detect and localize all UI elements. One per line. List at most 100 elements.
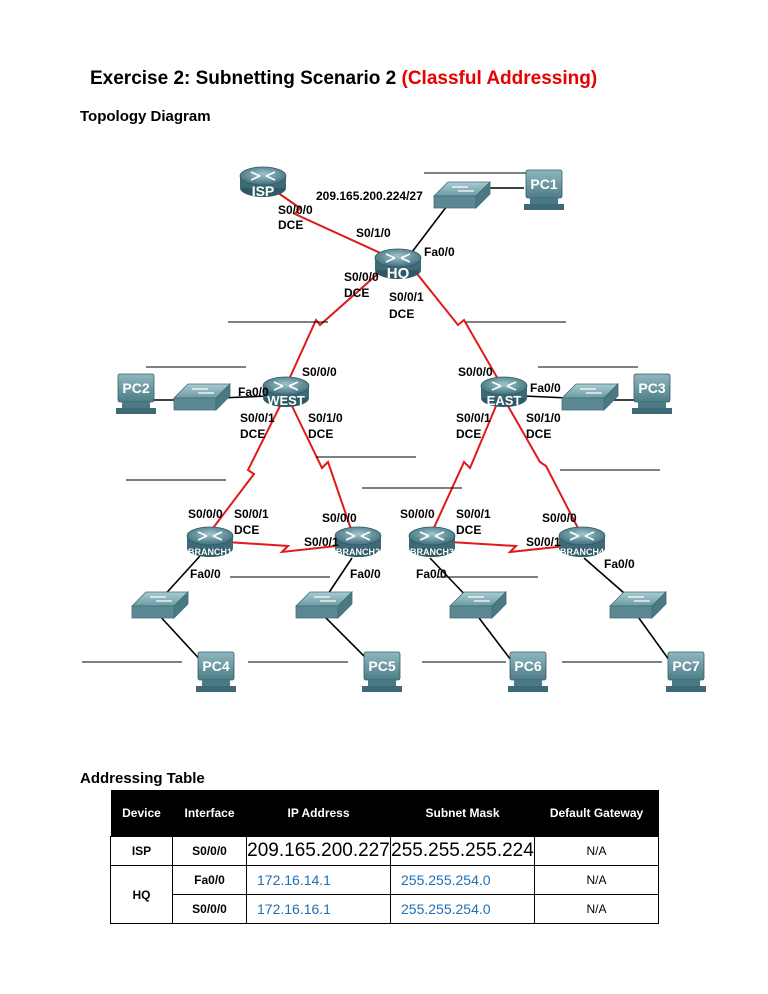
west-s010-label: S0/1/0	[308, 411, 343, 425]
table-header-row: Device Interface IP Address Subnet Mask …	[110, 790, 659, 837]
branch3-s001-label: S0/0/1	[456, 507, 491, 521]
ethernet-link-switch-pc6	[475, 613, 515, 665]
pc7[interactable]: PC7	[665, 651, 707, 693]
branch2-s001-label: S0/0/1	[304, 535, 339, 549]
pc6[interactable]: PC6	[507, 651, 549, 693]
west-s010-dce-label: DCE	[308, 427, 333, 441]
router-branch2-label: BRANCH2	[336, 547, 380, 557]
router-isp[interactable]: ISP	[239, 166, 287, 199]
branch2-s000-label: S0/0/0	[322, 511, 357, 525]
serial-link-isp-hq	[267, 185, 401, 263]
ethernet-link-hq-switch	[411, 201, 451, 253]
cell-mask: 255.255.254.0	[390, 894, 535, 924]
branch1-fa00-label: Fa0/0	[190, 567, 221, 581]
switch-west[interactable]	[173, 383, 231, 411]
hq-fa00-label: Fa0/0	[424, 245, 455, 259]
cell-ip: 209.165.200.227	[246, 836, 391, 866]
cell-interface: S0/0/0	[172, 836, 247, 866]
hq-s010-label: S0/1/0	[356, 226, 391, 240]
hq-s001-dce-label: DCE	[389, 307, 414, 321]
pc7-label: PC7	[672, 658, 699, 674]
switch-branch4[interactable]	[609, 591, 667, 619]
header-ip-address: IP Address	[246, 790, 391, 837]
serial-link-east-branch4	[507, 405, 581, 533]
ethernet-link-east-switch	[523, 395, 569, 399]
hq-s001-label: S0/0/1	[389, 290, 424, 304]
cell-interface: Fa0/0	[172, 865, 247, 895]
exercise-title: Exercise 2: Subnetting Scenario 2 (Class…	[90, 68, 597, 90]
branch1-s001-label: S0/0/1	[234, 507, 269, 521]
serial-link-west-branch2	[291, 405, 353, 533]
router-branch3-label: BRANCH3	[410, 547, 454, 557]
router-branch3[interactable]: BRANCH3	[408, 526, 456, 558]
east-s010-label: S0/1/0	[526, 411, 561, 425]
addressing-heading: Addressing Table	[80, 770, 205, 787]
ethernet-link-switch-pc7	[635, 613, 673, 665]
pc4-label: PC4	[202, 658, 229, 674]
cell-device: HQ	[110, 865, 173, 924]
router-branch2[interactable]: BRANCH2	[334, 526, 382, 558]
router-west[interactable]: WEST	[262, 376, 310, 408]
west-s001-label: S0/0/1	[240, 411, 275, 425]
header-default-gateway: Default Gateway	[534, 790, 659, 837]
serial-link-branch3-branch4	[449, 541, 567, 554]
cell-interface: S0/0/0	[172, 894, 247, 924]
west-fa00-label: Fa0/0	[238, 385, 269, 399]
switch-east[interactable]	[561, 383, 619, 411]
router-branch1[interactable]: BRANCH1	[186, 526, 234, 558]
pc2[interactable]: PC2	[115, 373, 157, 415]
east-s010-dce-label: DCE	[526, 427, 551, 441]
title-main: Exercise 2: Subnetting Scenario 2	[90, 68, 402, 89]
pc6-label: PC6	[514, 658, 541, 674]
router-hq[interactable]: HQ	[374, 248, 422, 282]
branch3-fa00-label: Fa0/0	[416, 567, 447, 581]
cell-device: ISP	[110, 836, 173, 866]
pc3-label: PC3	[638, 380, 665, 396]
interface-labels: 209.165.200.224/27 S0/0/0 DCE S0/1/0 Fa0…	[188, 189, 635, 581]
pc1[interactable]: PC1	[523, 169, 565, 211]
header-interface: Interface	[172, 790, 247, 837]
router-branch1-label: BRANCH1	[188, 547, 232, 557]
serial-link-hq-east	[413, 269, 503, 387]
serial-link-branch1-branch2	[225, 541, 337, 554]
topology-diagram: PC1 PC2 PC3 PC4 PC5 PC6 PC7 ISP HQ WEST …	[82, 166, 707, 693]
east-s000-label: S0/0/0	[458, 365, 493, 379]
isp-s000-label: S0/0/0	[278, 203, 313, 217]
table-row: HQ Fa0/0 172.16.14.1 255.255.254.0 N/A	[110, 865, 659, 924]
ethernet-link-switch-pc4	[157, 613, 205, 665]
east-s001-label: S0/0/1	[456, 411, 491, 425]
east-fa00-label: Fa0/0	[530, 381, 561, 395]
hq-s000-label: S0/0/0	[344, 270, 379, 284]
topology-heading: Topology Diagram	[80, 108, 211, 125]
cell-mask: 255.255.255.224	[390, 836, 535, 866]
serial-link-east-branch3	[431, 405, 497, 533]
header-subnet-mask: Subnet Mask	[390, 790, 535, 837]
answer-blanks	[82, 172, 662, 663]
switch-branch2[interactable]	[295, 591, 353, 619]
pc3[interactable]: PC3	[631, 373, 673, 415]
header-device: Device	[110, 790, 173, 837]
pc5[interactable]: PC5	[361, 651, 403, 693]
branch2-fa00-label: Fa0/0	[350, 567, 381, 581]
branch3-dce-label: DCE	[456, 523, 481, 537]
switch-hq[interactable]	[433, 181, 491, 209]
branch1-dce-label: DCE	[234, 523, 259, 537]
addressing-table: Device Interface IP Address Subnet Mask …	[110, 790, 659, 924]
pc2-label: PC2	[122, 380, 149, 396]
title-highlight: (Classful Addressing)	[401, 68, 598, 89]
router-isp-label: ISP	[252, 183, 275, 199]
router-branch4[interactable]: BRANCH4	[558, 526, 606, 558]
cell-ip: 172.16.14.1	[246, 865, 391, 895]
hq-s000-dce-label: DCE	[344, 286, 369, 300]
switch-branch3[interactable]	[449, 591, 507, 619]
table-row: S0/0/0 172.16.16.1 255.255.254.0 N/A	[111, 894, 659, 924]
branch3-s000-label: S0/0/0	[400, 507, 435, 521]
router-east[interactable]: EAST	[480, 376, 528, 408]
west-s001-dce-label: DCE	[240, 427, 265, 441]
switch-branch1[interactable]	[131, 591, 189, 619]
cell-mask: 255.255.254.0	[390, 865, 535, 895]
table-row: ISP S0/0/0 209.165.200.227 255.255.255.2…	[110, 836, 659, 866]
pc4[interactable]: PC4	[195, 651, 237, 693]
router-east-label: EAST	[487, 393, 522, 408]
east-s001-dce-label: DCE	[456, 427, 481, 441]
